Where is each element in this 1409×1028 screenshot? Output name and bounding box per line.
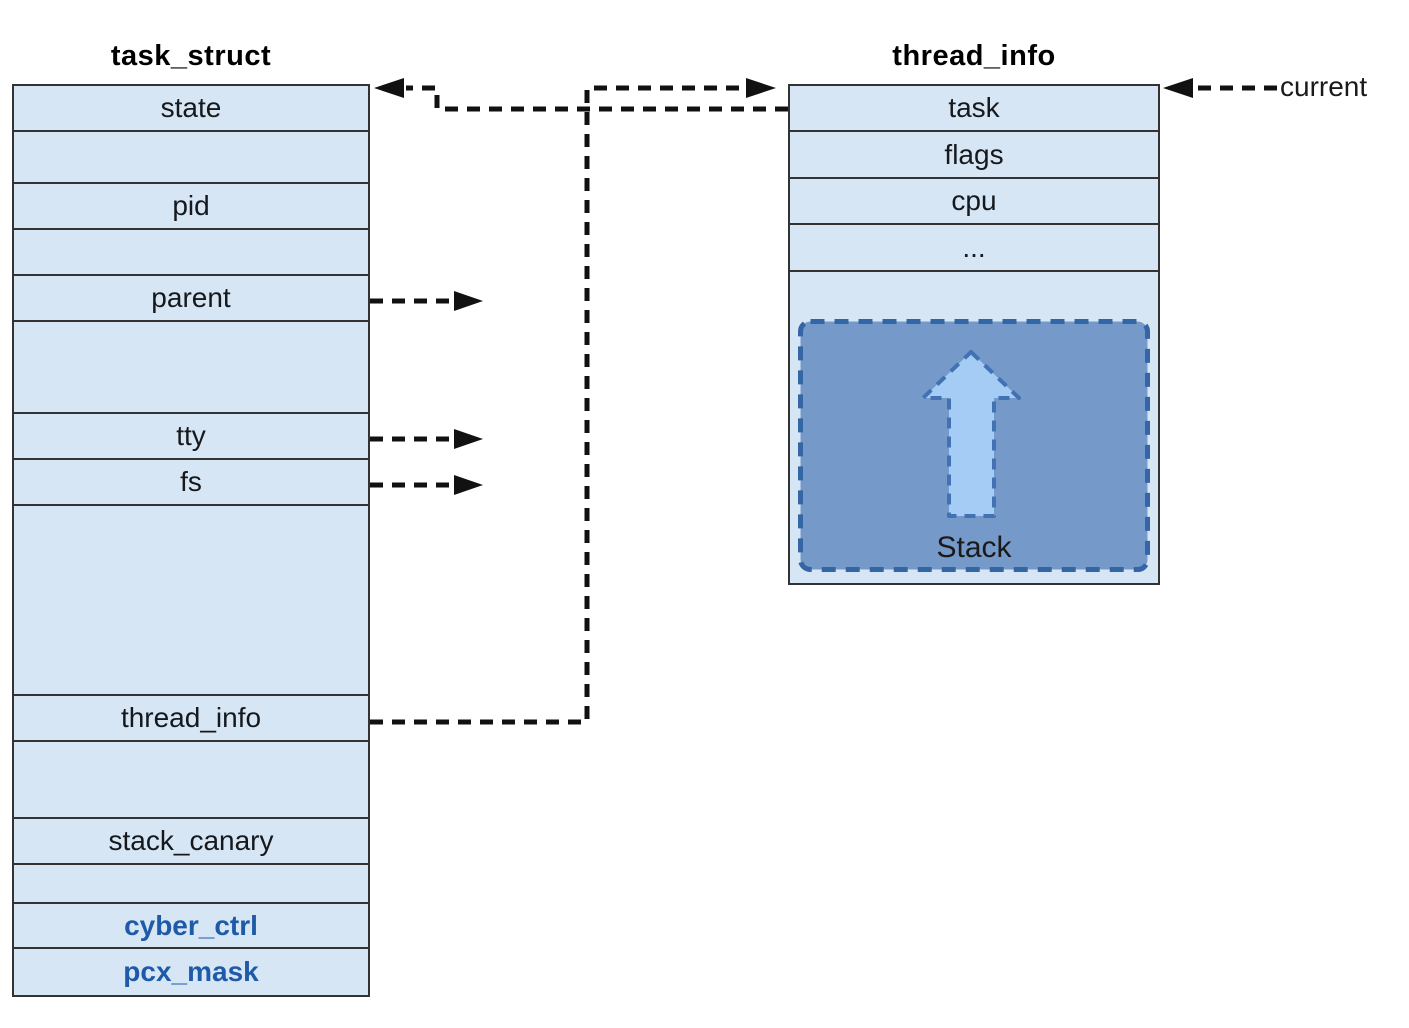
task-struct-row-label: stack_canary — [108, 825, 274, 856]
thread-info-row: ... — [790, 225, 1158, 272]
task-struct-row-label: pid — [172, 190, 210, 221]
stack-label: Stack — [936, 531, 1012, 564]
thread-info-row — [790, 272, 1158, 297]
task-struct-row — [14, 506, 368, 696]
task-struct-row-label: state — [160, 92, 222, 123]
arrowhead-right-icon — [454, 475, 483, 495]
task-struct-row: state — [14, 86, 368, 132]
stack-section: Stack — [790, 297, 1158, 583]
task-struct-row — [14, 865, 368, 904]
thread-info-row-label: flags — [944, 138, 1004, 170]
task-struct-row-label: cyber_ctrl — [124, 909, 258, 941]
task-struct-row: tty — [14, 414, 368, 460]
task-struct-row — [14, 322, 368, 414]
task-struct-row-label: pcx_mask — [123, 956, 259, 987]
thread-info-box: task flags cpu ... Stack — [788, 84, 1160, 585]
thread-info-row-label: ... — [962, 231, 986, 263]
task-struct-row: stack_canary — [14, 819, 368, 865]
task-struct-row — [14, 742, 368, 819]
thread-info-title: thread_info — [892, 40, 1056, 72]
task-struct-box: state pid parent tty fs thread_info — [12, 84, 370, 997]
task-struct-row: fs — [14, 460, 368, 506]
task-struct-row — [14, 132, 368, 184]
thread-info-row-label: task — [948, 92, 1000, 123]
thread-info-row: cpu — [790, 179, 1158, 225]
arrowhead-right-icon — [454, 429, 483, 449]
task-struct-title: task_struct — [110, 40, 272, 72]
task-to-task-struct-arrow — [406, 85, 788, 112]
arrowhead-right-icon — [454, 291, 483, 311]
task-struct-row-label: thread_info — [120, 702, 262, 733]
thread-info-row-label: cpu — [951, 185, 997, 216]
current-label: current — [1280, 71, 1368, 102]
thread-info-field-to-thread-info-arrow — [370, 85, 746, 725]
arrowhead-left-icon — [1163, 78, 1193, 98]
thread-info-row: flags — [790, 132, 1158, 179]
stack-growth-up-arrow-icon — [921, 350, 1021, 518]
thread-info-row: task — [790, 86, 1158, 132]
arrowhead-left-icon — [374, 78, 404, 98]
task-struct-row-label: parent — [151, 282, 231, 313]
task-struct-row: thread_info — [14, 696, 368, 742]
task-struct-row: cyber_ctrl — [14, 904, 368, 949]
arrowhead-right-icon — [746, 78, 776, 98]
stack-graphic — [798, 319, 1150, 572]
task-struct-row: parent — [14, 276, 368, 322]
task-struct-row-label: tty — [176, 420, 206, 451]
task-struct-row — [14, 230, 368, 276]
thread-info-rows: task flags cpu ... — [790, 86, 1158, 297]
task-struct-row: pid — [14, 184, 368, 230]
task-struct-row-label: fs — [180, 466, 202, 497]
task-struct-row: pcx_mask — [14, 949, 368, 995]
